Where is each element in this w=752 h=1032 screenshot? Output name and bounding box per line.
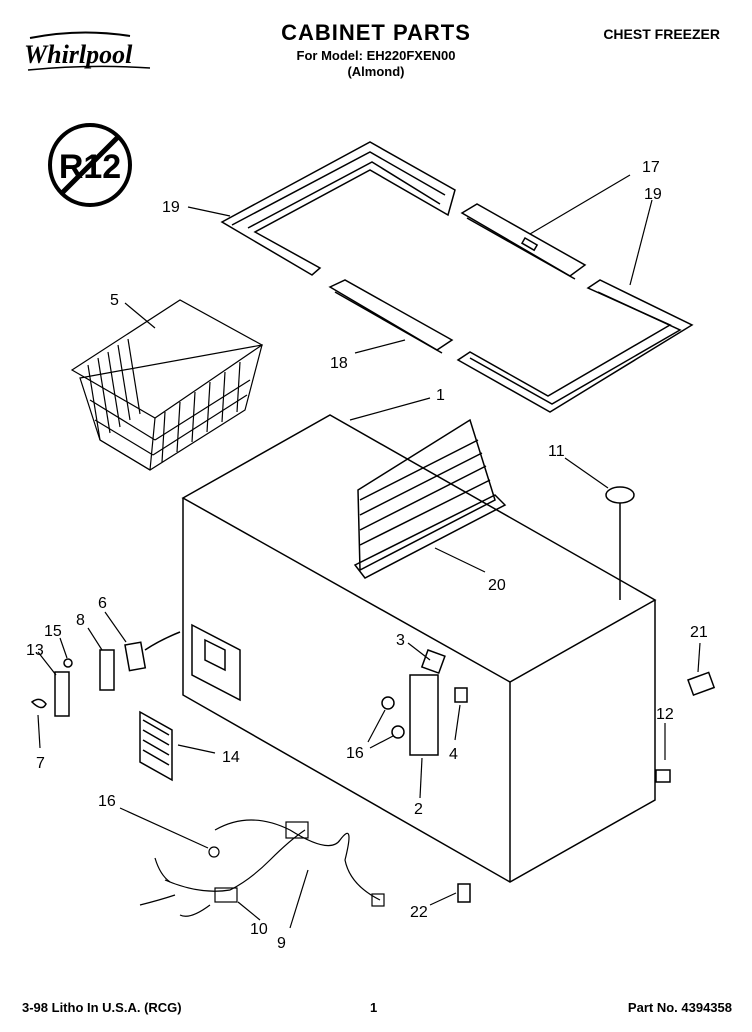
part-label-19a: 19: [162, 199, 180, 216]
part-label-14: 14: [222, 749, 240, 766]
leader-lines: [37, 174, 701, 929]
part-label-9: 9: [277, 935, 286, 952]
vent-grille: [139, 710, 173, 782]
part-label-21: 21: [690, 624, 708, 641]
part-label-12: 12: [656, 706, 674, 723]
footer-part-number: Part No. 4394358: [627, 1000, 732, 1015]
part-label-16a: 16: [346, 745, 364, 762]
gasket-strip-17: [460, 203, 587, 280]
bracket: [655, 769, 671, 783]
part-label-20: 20: [488, 577, 506, 594]
brand-logo: Whirlpool: [24, 40, 133, 69]
part-label-19b: 19: [644, 186, 662, 203]
part-label-15: 15: [44, 623, 62, 640]
part-label-16b: 16: [98, 793, 116, 810]
part-label-10: 10: [250, 921, 268, 938]
part-label-22: 22: [410, 904, 428, 921]
wire-basket: [70, 299, 264, 471]
part-label-11: 11: [548, 443, 565, 460]
gasket-frame-right: [456, 279, 694, 413]
divider-panel: [353, 418, 507, 579]
page-title: CABINET PARTS: [281, 20, 471, 45]
part-label-13: 13: [26, 642, 44, 659]
drain-hose: [687, 671, 716, 696]
part-label-4: 4: [449, 746, 458, 763]
part-label-1: 1: [436, 387, 445, 404]
wiring-harness: [139, 819, 385, 917]
gasket-strip-18: [328, 279, 454, 354]
model-line: For Model: EH220FXEN00: [296, 48, 456, 63]
part-label-18: 18: [330, 355, 348, 372]
clip: [457, 883, 471, 903]
r12-badge: R12: [48, 123, 132, 207]
part-label-7: 7: [36, 755, 45, 772]
brand-swoosh: [27, 31, 151, 71]
color-line: (Almond): [347, 64, 405, 79]
part-label-2: 2: [414, 801, 423, 818]
cabinet-body: [181, 414, 657, 883]
part-label-6: 6: [98, 595, 107, 612]
part-label-3: 3: [396, 632, 405, 649]
part-label-8: 8: [76, 612, 85, 629]
footer-page-number: 1: [370, 1000, 378, 1015]
hinge-parts-left: [30, 631, 181, 717]
part-label-17: 17: [642, 159, 660, 176]
footer-litho: 3-98 Litho In U.S.A. (RCG): [22, 1000, 182, 1015]
svg-text:R12: R12: [59, 148, 121, 186]
part-label-5: 5: [110, 292, 119, 309]
hinge-assembly: [381, 649, 468, 756]
gasket-frame-left: [220, 141, 456, 276]
drain-plug: [605, 486, 635, 504]
part-labels: 1 2 3 4 5 6 7 8 9 10 11 12 13 14 15 16 1…: [26, 159, 708, 952]
category-label: CHEST FREEZER: [603, 26, 720, 42]
